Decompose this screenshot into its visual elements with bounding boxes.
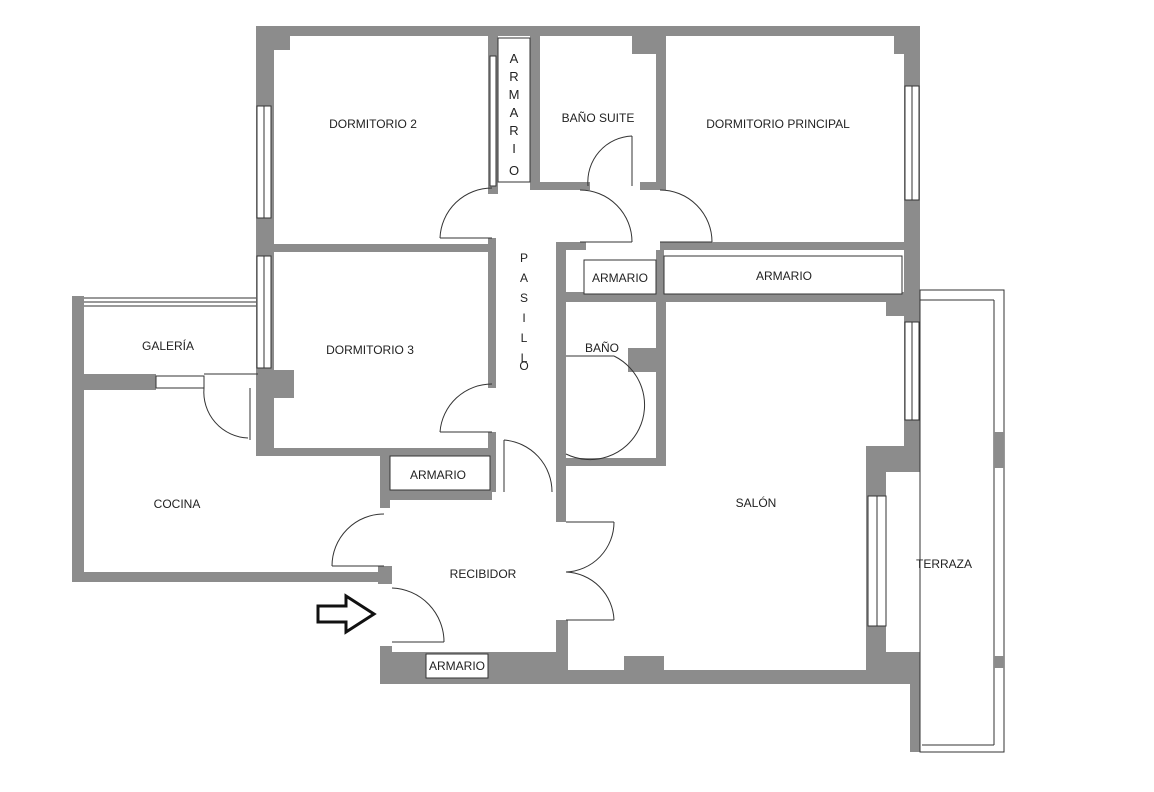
wall-interior — [530, 36, 540, 186]
wall-interior — [380, 448, 390, 508]
wall-left-cocina — [72, 296, 84, 582]
svg-text:A: A — [510, 51, 519, 66]
wall-terraza — [910, 652, 922, 752]
wall-interior — [640, 182, 666, 190]
label-salon: SALÓN — [736, 495, 777, 510]
svg-text:O: O — [519, 359, 528, 373]
wall-interior — [656, 302, 666, 464]
svg-text:O: O — [509, 163, 519, 178]
window — [155, 375, 205, 389]
armario-box — [425, 653, 489, 679]
label-bano-suite: BAÑO SUITE — [562, 111, 635, 125]
wall-interior — [530, 182, 590, 190]
armario-box — [663, 255, 903, 295]
terraza-post — [994, 432, 1004, 468]
wall-corner — [258, 370, 294, 398]
label-armario-3: ARMARIO — [410, 468, 466, 482]
terraza-outline — [919, 289, 1005, 753]
door-swing — [439, 187, 493, 239]
door-swing — [203, 387, 249, 439]
label-armario-4: ARMARIO — [429, 659, 485, 673]
label-dormitorio-3: DORMITORIO 3 — [326, 343, 414, 357]
svg-text:S: S — [520, 291, 528, 305]
wall-interior — [556, 242, 586, 250]
terraza-post — [994, 656, 1004, 668]
label-armario-vertical: A R M A R I O — [509, 51, 520, 178]
armario-vertical-box — [497, 37, 531, 183]
label-cocina: COCINA — [154, 497, 201, 511]
svg-text:P: P — [520, 251, 528, 265]
svg-text:I: I — [522, 311, 525, 325]
armario-box — [389, 455, 491, 491]
svg-text:A: A — [520, 271, 528, 285]
armario-box — [583, 259, 657, 295]
svg-text:R: R — [509, 123, 518, 138]
label-galeria: GALERÍA — [142, 338, 194, 353]
svg-text:R: R — [509, 69, 518, 84]
label-armario-2: ARMARIO — [756, 269, 812, 283]
wall-interior — [556, 292, 920, 302]
wall-interior — [656, 250, 664, 294]
wall-bottom-salon — [556, 670, 912, 684]
wall-interior — [556, 458, 666, 466]
label-recibidor: RECIBIDOR — [450, 567, 517, 581]
wall-interior — [72, 374, 156, 390]
svg-text:L: L — [521, 351, 528, 365]
label-dormitorio-2: DORMITORIO 2 — [329, 117, 417, 131]
wall-pasillo-right — [556, 242, 566, 522]
wall-top — [256, 26, 920, 36]
door-swing — [565, 571, 615, 621]
entry-arrow-icon — [316, 593, 377, 635]
wall-interior — [656, 36, 666, 186]
svg-text:I: I — [512, 141, 516, 156]
wall-pasillo-left — [488, 238, 496, 388]
wall-interior — [262, 448, 492, 456]
wall-interior — [710, 242, 910, 250]
label-armario-1: ARMARIO — [592, 271, 648, 285]
wall-interior — [380, 490, 492, 500]
door-swing — [659, 189, 713, 243]
label-pasillo-vertical: P A S I L L O — [519, 251, 528, 373]
wall-corner — [628, 348, 658, 372]
svg-text:M: M — [509, 87, 520, 102]
door-swing — [565, 355, 646, 461]
wall-corner — [378, 566, 392, 584]
wall-interior — [256, 244, 492, 252]
wall-pasillo-left — [488, 432, 496, 492]
svg-text:L: L — [521, 331, 528, 345]
door-swing — [587, 135, 633, 187]
svg-text:A: A — [510, 105, 519, 120]
wall-interior — [556, 620, 568, 684]
wall-corner — [624, 656, 664, 672]
wall-corner — [886, 300, 906, 316]
door-swing — [391, 587, 445, 643]
label-terraza: TERRAZA — [916, 557, 972, 571]
label-dormitorio-principal: DORMITORIO PRINCIPAL — [706, 117, 850, 131]
wall-corner — [866, 446, 920, 472]
label-bano: BAÑO — [585, 341, 619, 355]
wall-bottom-cocina — [72, 572, 390, 582]
window — [489, 55, 497, 187]
door-swing — [579, 189, 633, 243]
door-swing — [565, 521, 615, 573]
door-swing — [503, 439, 553, 493]
door-swing — [439, 383, 493, 433]
wall-interior — [660, 242, 710, 250]
door-swing — [331, 513, 385, 567]
wall-interior — [488, 186, 498, 194]
